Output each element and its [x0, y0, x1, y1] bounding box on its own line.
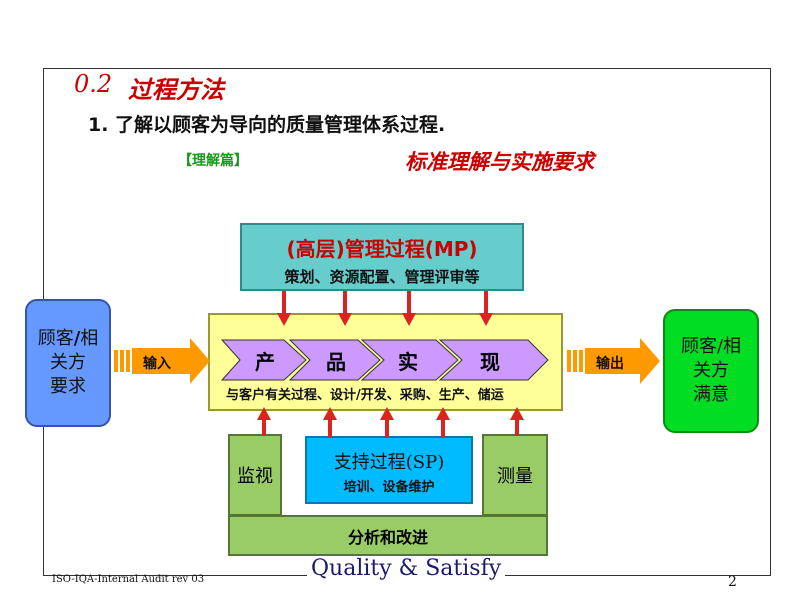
- mp-arrow-2-icon: [338, 291, 352, 326]
- measurement-box: 测量: [482, 434, 548, 516]
- customer-requirements-line1b: 相: [80, 327, 99, 349]
- up-arrow-1-icon: [257, 407, 271, 436]
- output-label: 输出: [596, 356, 624, 372]
- footer-slogan: Quality & Satisfy: [307, 556, 506, 581]
- up-arrow-4-icon: [436, 407, 450, 438]
- analysis-improvement-box: 分析和改进: [228, 515, 548, 556]
- standard-title: 标准理解与实施要求: [405, 150, 594, 174]
- support-process-subtitle: 培训、设备维护: [343, 480, 435, 495]
- management-process-subtitle: 策划、资源配置、管理评审等: [284, 268, 480, 286]
- chevron-1-label: 产: [255, 350, 275, 374]
- analysis-improvement-label: 分析和改进: [347, 527, 428, 547]
- page-number: 2: [728, 574, 737, 590]
- chevron-1-icon: [220, 339, 307, 381]
- mp-down-arrows: [277, 291, 493, 326]
- monitoring-box: 监视: [228, 434, 282, 516]
- chevron-2-icon: [288, 339, 381, 381]
- customer-requirements-line3: 要求: [49, 376, 86, 398]
- support-up-arrows: [257, 407, 524, 438]
- input-label: 输入: [143, 356, 171, 372]
- chevron-3-label: 实: [398, 350, 418, 374]
- input-arrow-icon: [114, 338, 210, 384]
- section-number: 0.2: [74, 70, 113, 98]
- mp-arrow-4-icon: [479, 291, 493, 326]
- slide-subtitle: 1. 了解以顾客为导向的质量管理体系过程.: [88, 114, 446, 136]
- support-process-box: 支持过程(SP) 培训、设备维护: [305, 436, 473, 504]
- up-arrow-2-icon: [323, 407, 337, 438]
- customer-requirements-line2: 关方: [49, 351, 86, 373]
- footer-doc-id: ISO-IQA-Internal Audit rev 03: [52, 574, 205, 585]
- section-title: 过程方法: [128, 76, 224, 104]
- understanding-tag: 【理解篇】: [178, 153, 248, 169]
- output-arrow-icon: [567, 338, 660, 384]
- customer-requirements-box: 顾客/相 关方 要求: [25, 299, 111, 427]
- chevron-2-label: 品: [326, 350, 346, 374]
- mp-arrow-1-icon: [277, 291, 291, 326]
- chevron-chain: [220, 339, 549, 381]
- customer-requirements-slash: /: [73, 327, 81, 349]
- customer-satisfaction-box: 顾客/相 关方 满意: [663, 309, 759, 433]
- chevron-4-label: 现: [480, 350, 500, 374]
- customer-satisfaction-line3: 满意: [692, 384, 729, 406]
- product-realization-subtitle: 与客户有关过程、设计/开发、采购、生产、储运: [226, 388, 504, 403]
- support-process-title: 支持过程(SP): [333, 452, 445, 473]
- chevron-4-icon: [438, 339, 549, 381]
- management-process-box: (高层)管理过程(MP) 策划、资源配置、管理评审等: [240, 223, 524, 291]
- mp-arrow-3-icon: [402, 291, 416, 326]
- management-process-title: (高层)管理过程(MP): [286, 237, 478, 261]
- monitoring-label: 监视: [237, 466, 273, 487]
- customer-requirements-line1a: 顾客: [37, 327, 74, 349]
- measurement-label: 测量: [497, 466, 533, 487]
- chevron-3-icon: [360, 339, 459, 381]
- customer-satisfaction-line2: 关方: [692, 359, 729, 381]
- up-arrow-3-icon: [380, 407, 394, 438]
- customer-satisfaction-line1: 顾客/相: [680, 335, 742, 357]
- up-arrow-5-icon: [510, 407, 524, 436]
